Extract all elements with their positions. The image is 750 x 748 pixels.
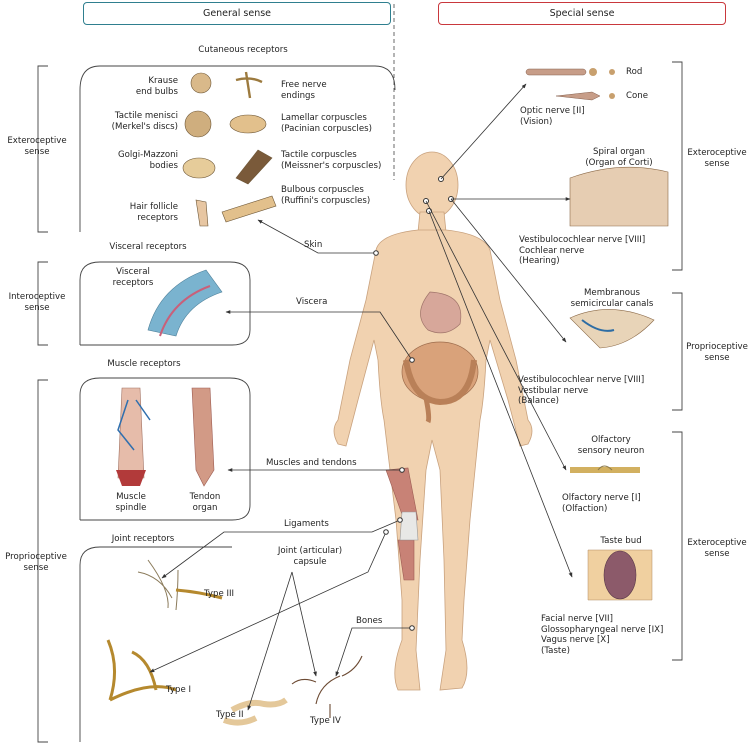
krause-end-bulbs-label: Krause end bulbs — [135, 76, 178, 97]
exteroceptive-label: Exteroceptive sense — [7, 136, 67, 157]
cutaneous-illustrations — [182, 71, 277, 227]
joint-receptors-title: Joint receptors — [111, 534, 175, 544]
cone-label: Cone — [626, 91, 648, 101]
free-nerve-endings-label: Free nerve endings — [281, 80, 327, 101]
general-sense-header: General sense — [83, 2, 391, 25]
taste-bud-label: Taste bud — [600, 536, 642, 546]
skin-label: Skin — [304, 240, 323, 250]
special-exteroceptive-2-label: Exteroceptive sense — [687, 538, 747, 559]
visceral-receptors-title: Visceral receptors — [109, 242, 187, 252]
tactile-corpuscles-label: Tactile corpuscles (Meissner's corpuscle… — [281, 150, 382, 171]
special-proprioceptive-label: Proprioceptive sense — [686, 342, 748, 363]
interoceptive-label: Interoceptive sense — [8, 292, 66, 313]
rod-label: Rod — [626, 67, 643, 77]
hearing-label: Vestibulocochlear nerve [VIII] Cochlear … — [519, 235, 646, 266]
taste-label: Facial nerve [VII] Glossopharyngeal nerv… — [541, 614, 664, 656]
spiral-organ-label: Spiral organ (Organ of Corti) — [585, 147, 653, 168]
type-i-label: Type I — [166, 685, 192, 695]
viscera-label: Viscera — [296, 297, 328, 307]
right-brackets — [672, 61, 683, 661]
muscle-receptors-title: Muscle receptors — [107, 359, 181, 369]
bones-label: Bones — [356, 616, 383, 626]
balance-label: Vestibulocochlear nerve [VIII] Vestibula… — [518, 375, 645, 406]
human-body — [333, 151, 533, 691]
visceral-illustration — [147, 269, 223, 337]
olfaction-label: Olfactory nerve [I] (Olfaction) — [562, 493, 641, 514]
tactile-menisci-label: Tactile menisci (Merkel's discs) — [111, 111, 178, 132]
organs — [401, 291, 479, 424]
connector-lines — [149, 83, 573, 711]
optic-nerve-label: Optic nerve [II] (Vision) — [520, 106, 585, 127]
bulbous-corpuscles-label: Bulbous corpuscles (Ruffini's corpuscles… — [281, 185, 371, 206]
olfactory-neuron-label: Olfactory sensory neuron — [577, 435, 645, 456]
type-iv-label: Type IV — [310, 716, 341, 726]
joint-receptor-illustrations — [106, 559, 363, 726]
leg-muscles — [385, 467, 419, 581]
proprioceptive-label: Proprioceptive sense — [5, 552, 67, 573]
joint-capsule-label: Joint (articular) capsule — [277, 546, 343, 567]
lamellar-corpuscles-label: Lamellar corpuscles (Pacinian corpuscles… — [281, 113, 372, 134]
muscle-spindle-label: Muscle spindle — [115, 492, 147, 513]
tendon-organ-label: Tendon organ — [189, 492, 221, 513]
visceral-receptors-label: Visceral receptors — [112, 267, 154, 288]
type-iii-label: Type III — [204, 589, 235, 599]
hair-follicle-label: Hair follicle receptors — [129, 202, 178, 223]
semicircular-canals-label: Membranous semicircular canals — [570, 288, 654, 309]
golgi-mazzoni-label: Golgi-Mazzoni bodies — [117, 150, 178, 171]
cutaneous-title: Cutaneous receptors — [198, 45, 288, 55]
ligaments-label: Ligaments — [284, 519, 329, 529]
left-brackets — [37, 65, 396, 743]
muscle-receptor-illustrations — [116, 387, 215, 487]
special-illustrations — [525, 68, 669, 601]
muscles-tendons-label: Muscles and tendons — [266, 458, 357, 468]
special-exteroceptive-1-label: Exteroceptive sense — [687, 148, 747, 169]
special-sense-header: Special sense — [438, 2, 726, 25]
type-ii-label: Type II — [216, 710, 244, 720]
